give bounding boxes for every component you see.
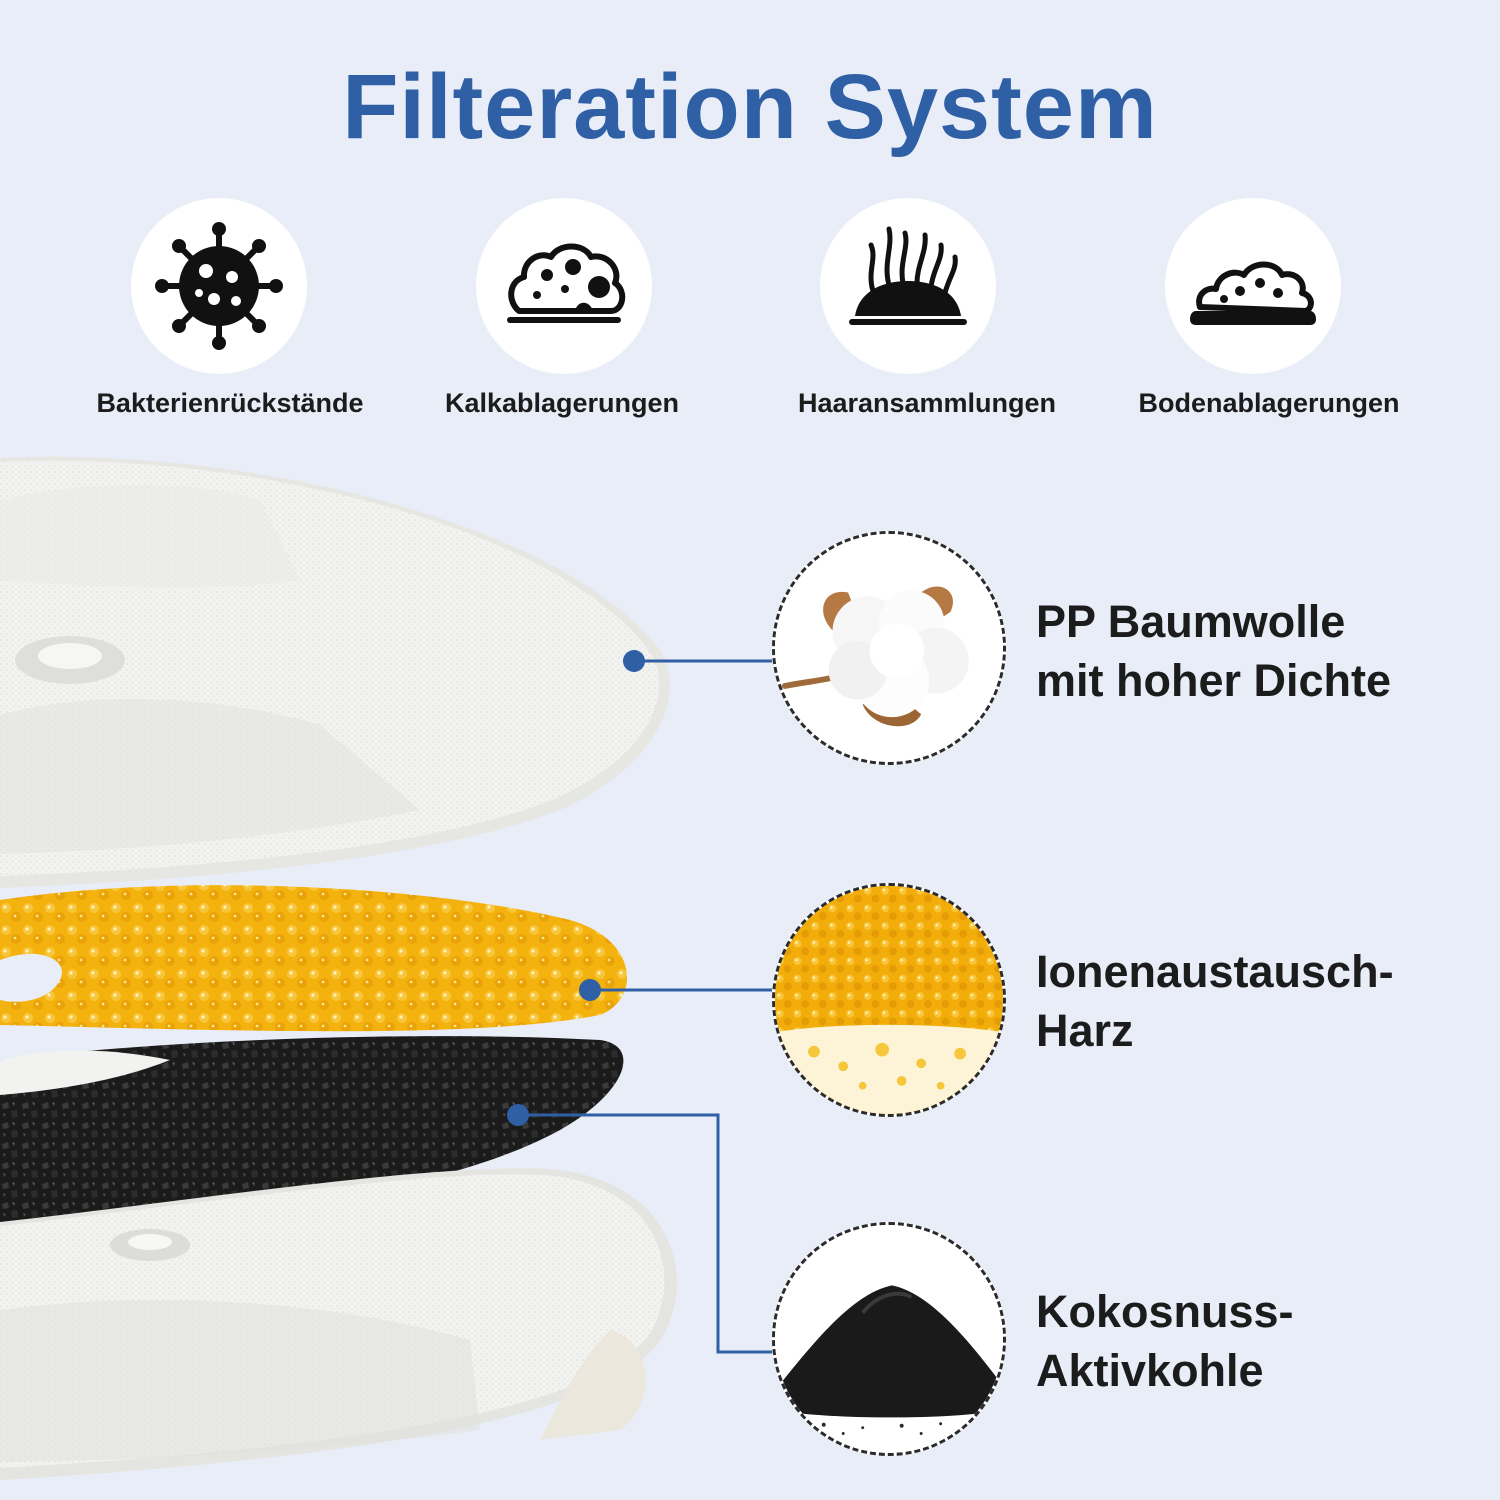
layer-label-pp-cotton: PP Baumwolle mit hoher Dichte: [1036, 592, 1476, 710]
contaminant-label-bacteria: Bakterienrückstände: [96, 388, 364, 418]
resin-beads-icon: [775, 886, 1003, 1114]
limescale-icon: [507, 243, 626, 323]
bacteria-card: [131, 198, 307, 374]
layer-label-resin: Ionenaustausch- Harz: [1036, 942, 1476, 1060]
cotton-sample: [772, 531, 1006, 765]
layer-label-activated-carbon: Kokosnuss- Aktivkohle: [1036, 1282, 1476, 1400]
layer-label-line: Harz: [1036, 1005, 1134, 1056]
page-title: Filteration System: [342, 56, 1158, 158]
resin-sample: [772, 883, 1006, 1117]
filter-cartridge-illustration: [0, 456, 677, 1480]
layer-label-line: Aktivkohle: [1036, 1345, 1264, 1396]
hair-card: [820, 198, 996, 374]
bacteria-icon: [155, 222, 283, 350]
limescale-card: [476, 198, 652, 374]
bottom-filter-pad: [0, 1168, 677, 1480]
contaminant-label-hair: Haaransammlungen: [797, 388, 1057, 418]
layer-label-line: PP Baumwolle: [1036, 596, 1346, 647]
activated-carbon-layer: [0, 1036, 624, 1225]
charcoal-pile-icon: [775, 1225, 1003, 1453]
pp-cotton-filter-pad: [0, 456, 670, 888]
layer-label-line: mit hoher Dichte: [1036, 655, 1392, 706]
hair-icon: [849, 226, 967, 325]
charcoal-sample: [772, 1222, 1006, 1456]
contaminant-label-sediment: Bodenablagerungen: [1138, 388, 1400, 418]
sediment-card: [1165, 198, 1341, 374]
cotton-icon: [775, 534, 1003, 762]
layer-label-line: Kokosnuss-: [1036, 1286, 1294, 1337]
sediment-icon: [1190, 261, 1316, 325]
ion-exchange-resin-layer: [0, 885, 628, 1032]
contaminant-label-limescale: Kalkablagerungen: [444, 388, 680, 418]
layer-label-line: Ionenaustausch-: [1036, 946, 1394, 997]
